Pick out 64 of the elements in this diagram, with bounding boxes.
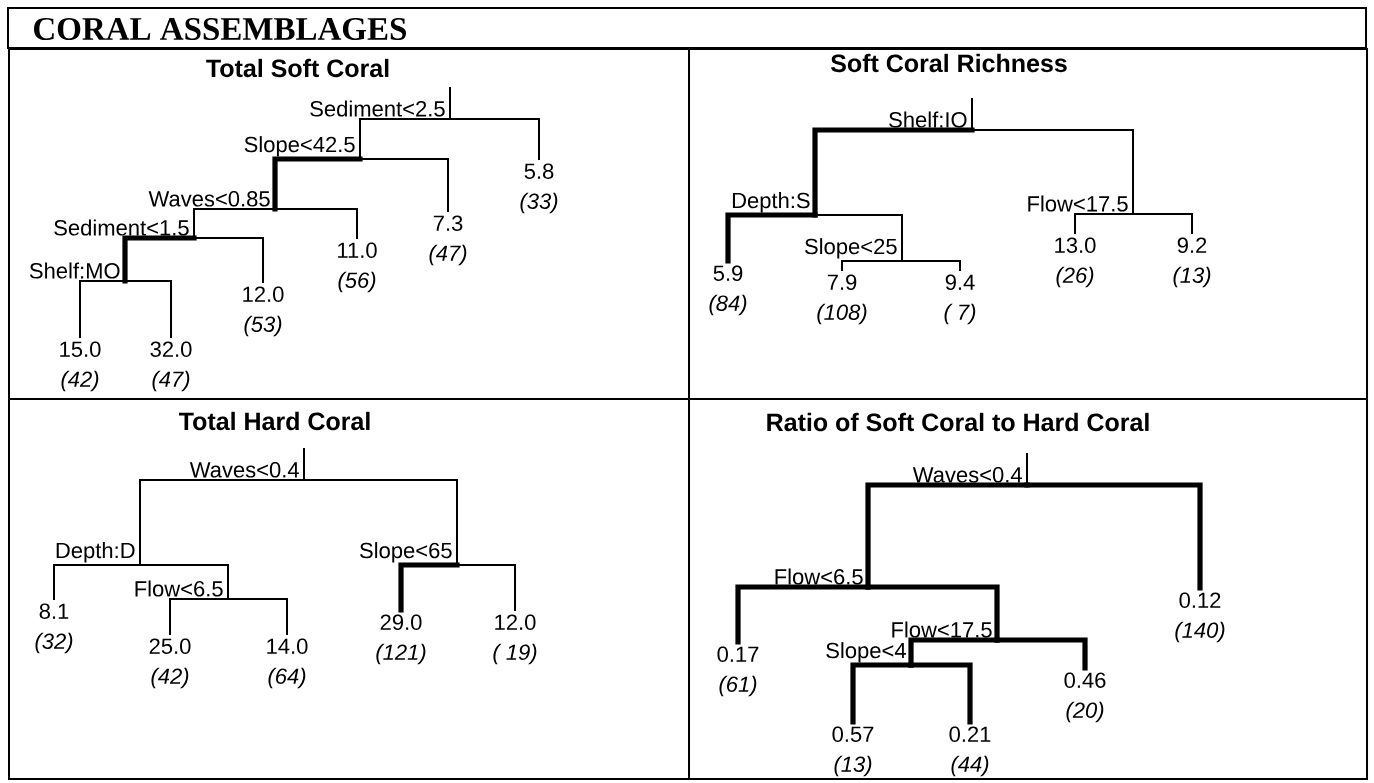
leaf-value: 0.17 (61): [717, 646, 759, 697]
leaf-value: 0.57 (13): [832, 726, 874, 777]
leaf-value: 12.0 ( 19): [493, 614, 537, 665]
split-label: Flow<6.5: [775, 568, 863, 585]
leaf-value: 0.21 (44): [949, 726, 991, 777]
leaf-value: 9.4 ( 7): [944, 274, 976, 325]
tree-branch: [139, 479, 305, 566]
tree-branch: [359, 158, 449, 212]
leaf-value: 11.0 (56): [338, 242, 377, 293]
split-label: Depth:D: [56, 542, 135, 563]
tree-branch: [272, 156, 363, 212]
leaf-value: 14.0 (64): [267, 638, 308, 689]
leaf-value: 12.0 (53): [243, 286, 284, 337]
leaf-value: 8.1 (32): [35, 603, 73, 654]
tree-branch: [841, 260, 903, 271]
tree-branch: [139, 564, 229, 600]
tree-branch: [456, 564, 516, 611]
leaf-value: 25.0 (42): [149, 638, 191, 689]
tree-branch: [274, 208, 358, 239]
split-label: Flow<17.5: [892, 621, 992, 638]
split-label: Flow<6.5: [135, 580, 223, 597]
split-label: Waves<0.4: [912, 467, 1022, 483]
tree-branch: [53, 564, 141, 600]
split-label: Depth:S: [732, 192, 810, 213]
tree-branch: [725, 212, 818, 264]
split-label: Waves<0.85: [148, 191, 270, 207]
tree-branch: [79, 280, 126, 338]
tree-branch: [449, 118, 540, 160]
split-label: Slope<4: [826, 642, 906, 663]
tree-branch: [971, 129, 1134, 215]
split-label: Sediment<2.5: [310, 100, 445, 117]
tree-branch: [124, 280, 172, 338]
tree-branch: [901, 260, 961, 271]
split-label: Waves<0.4: [189, 462, 299, 478]
leaf-value: 13.0 (26): [1055, 237, 1096, 288]
tree-branch: [193, 237, 264, 283]
leaf-value: 5.9 (84): [709, 265, 747, 316]
split-label: Sediment<1.5: [54, 219, 189, 236]
split-label: Shelf:MO: [29, 262, 120, 279]
tree-branch: [814, 214, 903, 262]
title-bar: CORAL ASSEMBLAGES: [7, 7, 1367, 49]
split-label: Shelf:IO: [889, 111, 967, 128]
tree-branch: [908, 662, 973, 725]
leaf-value: 9.2 (13): [1173, 237, 1211, 288]
leaf-value: 7.9 (108): [817, 274, 867, 325]
split-label: Slope<42.5: [244, 136, 355, 157]
tree-branch: [169, 598, 229, 635]
tree-branch: [398, 562, 460, 613]
tree-branch: [994, 637, 1088, 671]
tree-branch: [1024, 482, 1203, 591]
tree-branch: [227, 598, 288, 635]
tree-branch: [122, 235, 197, 284]
split-label: Flow<17.5: [1028, 195, 1128, 212]
leaf-value: 7.3 (47): [429, 215, 467, 266]
leaf-value: 29.0 (121): [376, 614, 426, 665]
leaf-value: 0.12 (140): [1175, 592, 1225, 643]
tree-branch: [1132, 213, 1193, 234]
leaf-value: 15.0 (42): [60, 341, 101, 392]
split-label: Slope<25: [805, 238, 897, 259]
leaf-value: 5.8 (33): [520, 163, 558, 214]
tree-branch: [1074, 213, 1134, 234]
split-label: Slope<65: [360, 542, 452, 563]
leaf-value: 32.0 (47): [150, 341, 192, 392]
leaf-value: 0.46 (20): [1064, 672, 1106, 723]
